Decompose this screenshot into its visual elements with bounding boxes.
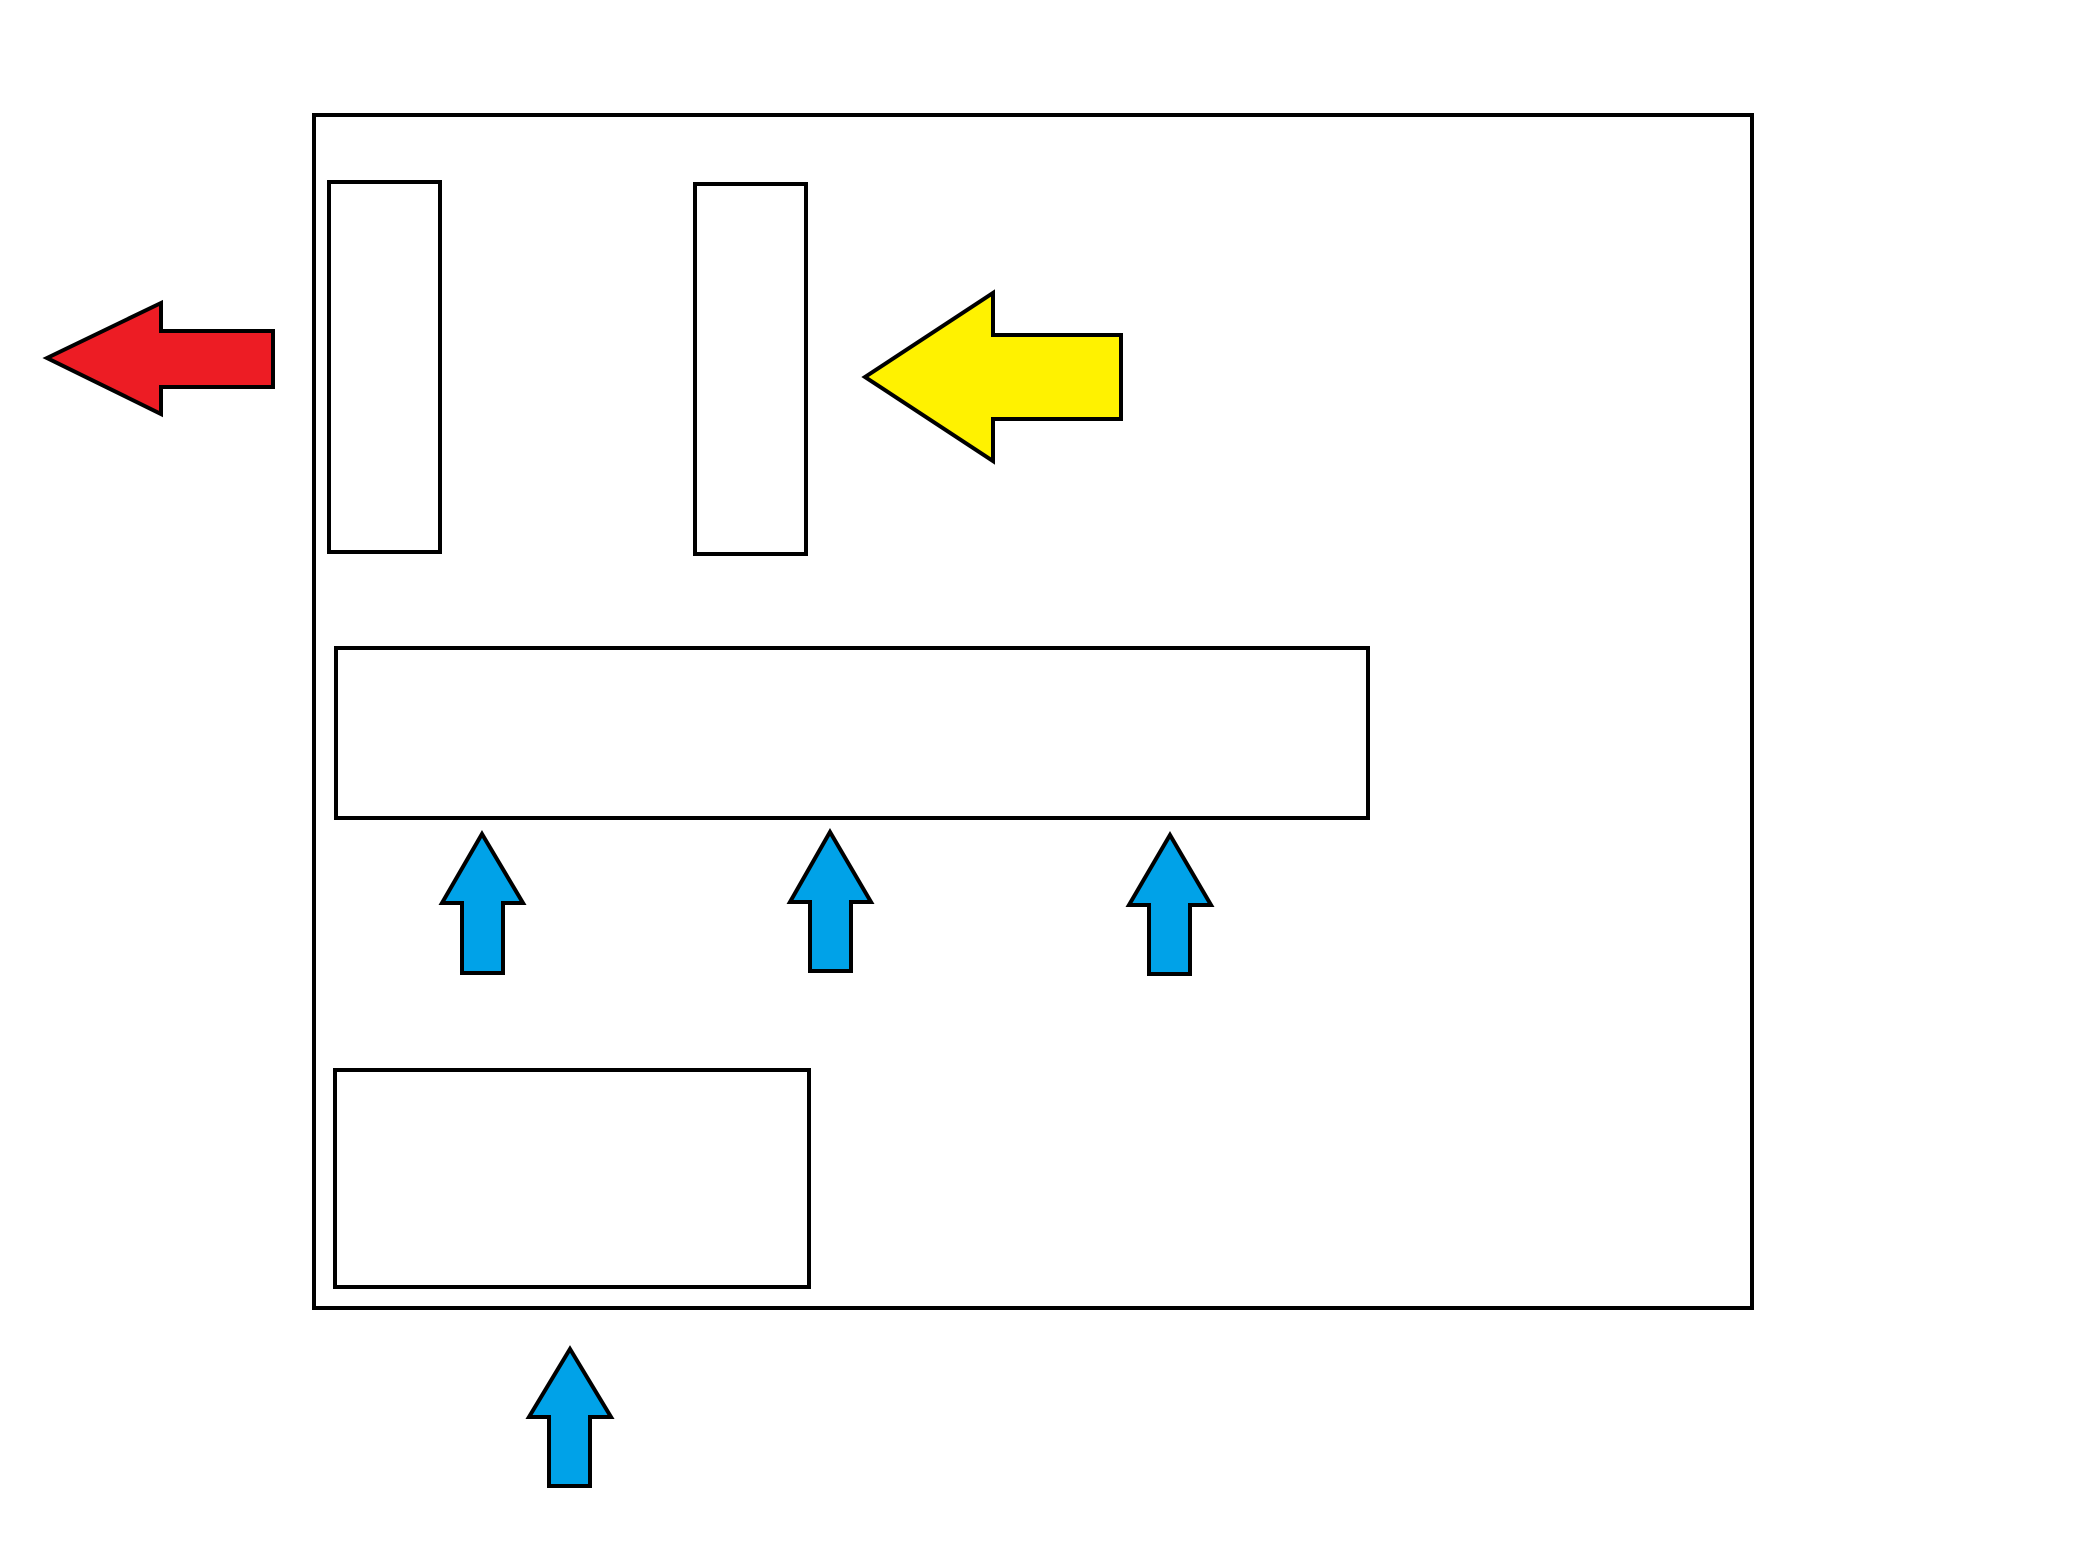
yellow-left-arrow <box>861 289 1123 465</box>
tall-box-left <box>327 180 442 554</box>
blue-up-arrow-4 <box>525 1345 615 1488</box>
bottom-box <box>333 1068 811 1289</box>
tall-box-middle <box>693 182 808 556</box>
wide-box <box>334 646 1370 820</box>
blue-up-arrow-3 <box>1125 831 1215 976</box>
blue-up-arrow-2 <box>786 828 875 973</box>
blue-up-arrow-1 <box>438 830 527 975</box>
red-left-arrow <box>42 299 275 418</box>
